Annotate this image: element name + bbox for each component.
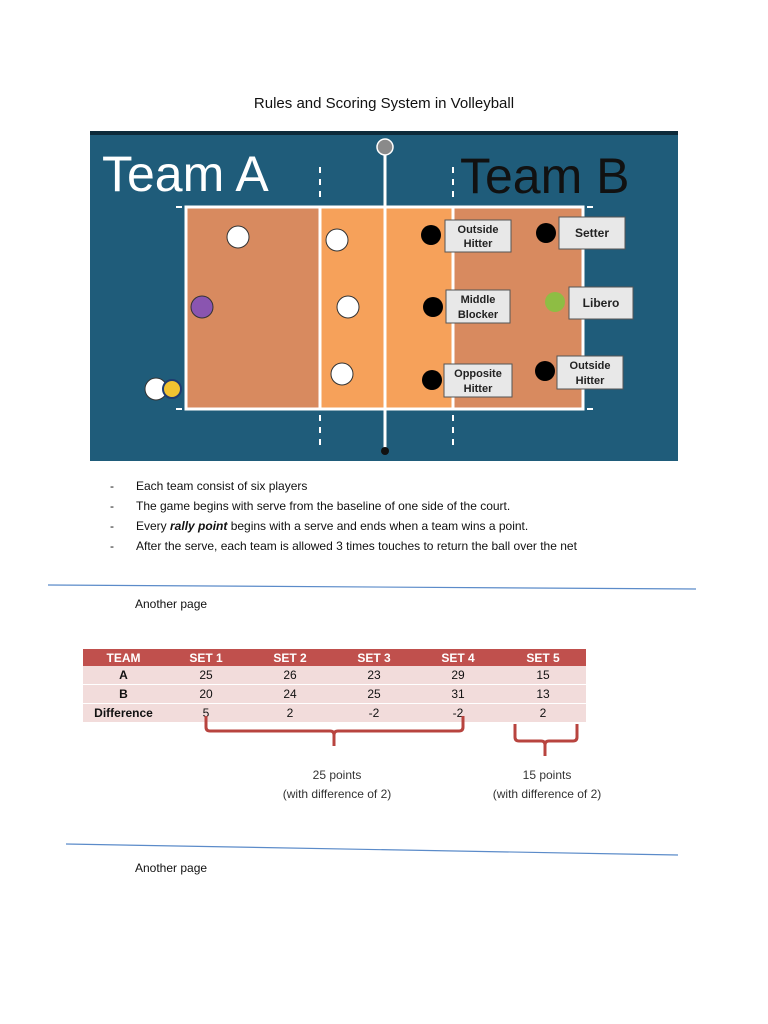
bullet-text: After the serve, each team is allowed 3 … bbox=[136, 539, 577, 553]
table-cell: 13 bbox=[500, 684, 586, 704]
table-cell: -2 bbox=[332, 703, 416, 723]
table-cell: 15 bbox=[500, 666, 586, 685]
bullet-text: Each team consist of six players bbox=[136, 479, 308, 493]
note-15-points: 15 points (with difference of 2) bbox=[480, 766, 614, 804]
table-row: A 25 26 23 29 15 bbox=[83, 666, 586, 685]
label-box-opposite-hitter bbox=[443, 363, 513, 398]
list-item: - After the serve, each team is allowed … bbox=[110, 536, 577, 556]
table-cell: 25 bbox=[332, 684, 416, 704]
bracket-set-5 bbox=[513, 724, 579, 756]
rally-point-emphasis: rally point bbox=[170, 519, 228, 533]
opposite-hitter-line2: Hitter bbox=[464, 383, 493, 395]
table-cell: -2 bbox=[416, 703, 500, 723]
note-line: 15 points bbox=[522, 768, 572, 782]
table-row: Difference 5 2 -2 -2 2 bbox=[83, 703, 586, 723]
list-item: - Each team consist of six players bbox=[110, 476, 577, 496]
column-header: SET 4 bbox=[416, 649, 500, 666]
table-cell: 29 bbox=[416, 666, 500, 685]
table-cell: 20 bbox=[164, 684, 248, 704]
bullet-dash: - bbox=[110, 479, 114, 493]
rules-list: - Each team consist of six players - The… bbox=[110, 476, 577, 556]
label-box-outside-hitter-bottom bbox=[556, 355, 624, 390]
bullet-dash: - bbox=[110, 539, 114, 553]
table-cell: 2 bbox=[248, 703, 332, 723]
middle-blocker-line2: Blocker bbox=[458, 309, 499, 321]
player-b-setter bbox=[536, 223, 556, 243]
volleyball-icon bbox=[162, 379, 182, 399]
volleyball-court-diagram: Team A Team B Outside Hitter Setter Midd… bbox=[90, 131, 678, 461]
player-a-2 bbox=[325, 228, 349, 252]
middle-blocker-line1: Middle bbox=[461, 294, 496, 306]
player-a-3 bbox=[336, 295, 360, 319]
bullet-dash: - bbox=[110, 519, 114, 533]
table-cell: 24 bbox=[248, 684, 332, 704]
table-cell: 5 bbox=[164, 703, 248, 723]
team-b-label: Team B bbox=[460, 148, 630, 204]
table-cell: 31 bbox=[416, 684, 500, 704]
another-page-label-1: Another page bbox=[135, 597, 208, 611]
outside-hitter-bottom-line1: Outside bbox=[570, 360, 611, 372]
label-box-setter bbox=[558, 216, 626, 250]
opposite-hitter-line1: Opposite bbox=[454, 368, 502, 380]
list-item: - Every rally point begins with a serve … bbox=[110, 516, 577, 536]
row-label: A bbox=[83, 666, 164, 685]
scores-table: TEAM SET 1 SET 2 SET 3 SET 4 SET 5 A 25 … bbox=[83, 649, 586, 723]
page-divider-1 bbox=[48, 584, 697, 590]
another-page-label-2: Another page bbox=[135, 861, 208, 875]
column-header: SET 1 bbox=[164, 649, 248, 666]
player-a-libero bbox=[190, 295, 214, 319]
column-header: TEAM bbox=[83, 649, 164, 666]
player-b-outside-hitter-bottom bbox=[535, 361, 555, 381]
list-item: - The game begins with serve from the ba… bbox=[110, 496, 577, 516]
row-label: Difference bbox=[83, 703, 164, 723]
top-border bbox=[90, 131, 678, 135]
note-line: 25 points bbox=[312, 768, 362, 782]
bullet-dash: - bbox=[110, 499, 114, 513]
setter-label: Setter bbox=[575, 226, 609, 240]
bullet-text: Every rally point begins with a serve an… bbox=[136, 516, 528, 536]
player-a-4 bbox=[330, 362, 354, 386]
page-title: Rules and Scoring System in Volleyball bbox=[253, 95, 515, 112]
net-post-top bbox=[376, 138, 394, 156]
table-row: B 20 24 25 31 13 bbox=[83, 684, 586, 704]
table-cell: 26 bbox=[248, 666, 332, 685]
column-header: SET 5 bbox=[500, 649, 586, 666]
libero-label: Libero bbox=[583, 296, 620, 310]
bullet-text-pre: Every bbox=[136, 519, 171, 533]
note-25-points: 25 points (with difference of 2) bbox=[270, 766, 404, 804]
player-b-opposite-hitter bbox=[422, 370, 442, 390]
column-header: SET 3 bbox=[332, 649, 416, 666]
net-post-bottom bbox=[381, 447, 389, 455]
player-a-1 bbox=[226, 225, 250, 249]
outside-hitter-bottom-line2: Hitter bbox=[576, 375, 605, 387]
row-label: B bbox=[83, 684, 164, 704]
note-line: (with difference of 2) bbox=[282, 787, 392, 801]
column-header: SET 2 bbox=[248, 649, 332, 666]
table-header-row: TEAM SET 1 SET 2 SET 3 SET 4 SET 5 bbox=[83, 649, 586, 666]
label-box-middle-blocker bbox=[445, 289, 511, 324]
table-cell: 25 bbox=[164, 666, 248, 685]
outside-hitter-top-line2: Hitter bbox=[464, 238, 493, 250]
note-line: (with difference of 2) bbox=[492, 787, 602, 801]
bullet-text-post: begins with a serve and ends when a team… bbox=[227, 519, 529, 533]
player-b-middle-blocker bbox=[423, 297, 443, 317]
player-b-outside-hitter-top bbox=[421, 225, 441, 245]
outside-hitter-top-line1: Outside bbox=[458, 224, 499, 236]
bullet-text: The game begins with serve from the base… bbox=[136, 499, 511, 513]
table-cell: 2 bbox=[500, 703, 586, 723]
label-box-outside-hitter-top bbox=[444, 219, 512, 253]
team-a-label: Team A bbox=[102, 146, 269, 202]
label-box-libero bbox=[568, 286, 634, 320]
player-b-libero bbox=[545, 292, 565, 312]
table-cell: 23 bbox=[332, 666, 416, 685]
page-divider-2 bbox=[66, 843, 679, 856]
